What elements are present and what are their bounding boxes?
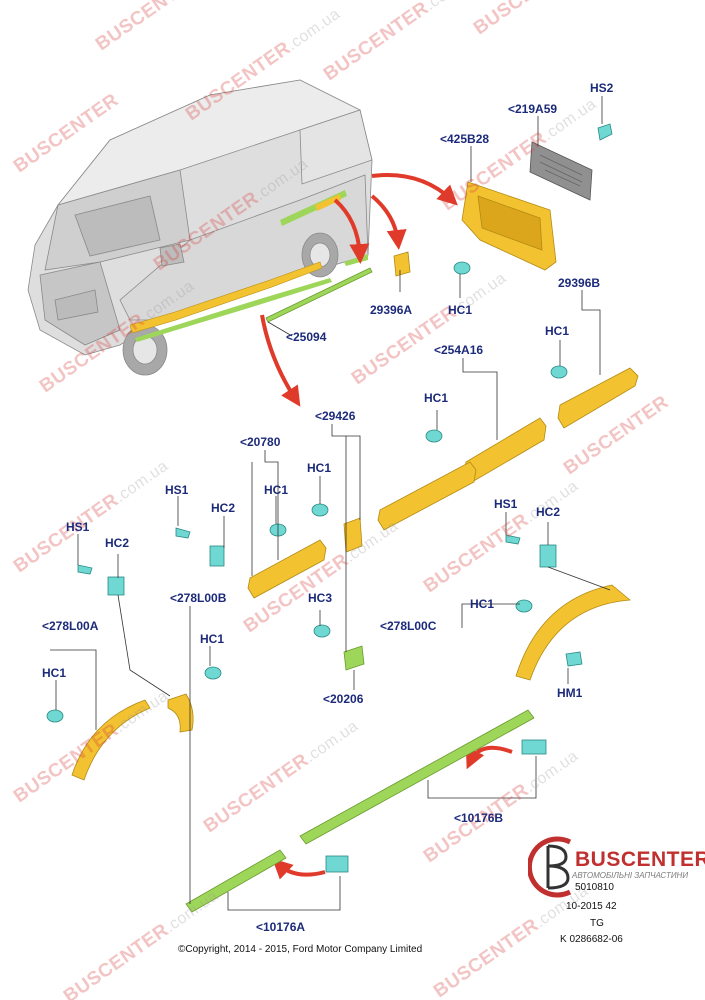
reference-line: TG — [590, 918, 604, 929]
label-hs2: HS2 — [590, 81, 614, 95]
logo-name: BUSCENTER — [575, 848, 705, 871]
reference-line: 10-2015 42 — [566, 901, 617, 912]
label-hc1: HC1 — [200, 632, 225, 646]
leader-lines — [50, 96, 611, 911]
buscenter-logo-icon — [528, 836, 572, 898]
copyright-text: ©Copyright, 2014 - 2015, Ford Motor Comp… — [178, 944, 423, 955]
logo-tagline: АВТОМОБІЛЬНІ ЗАПЧАСТИНИ — [572, 871, 689, 880]
reference-line: K 0286682-06 — [560, 934, 623, 945]
label-278l00b: <278L00B — [170, 591, 227, 605]
label-hc2: HC2 — [536, 505, 561, 519]
label-hs1: HS1 — [494, 497, 518, 511]
label-25094: <25094 — [286, 330, 327, 344]
label-278l00a: <278L00A — [42, 619, 99, 633]
van-highlighted-parts — [129, 190, 368, 342]
label-hc1: HC1 — [307, 461, 332, 475]
label-20780: <20780 — [240, 435, 281, 449]
label-10176b: <10176B — [454, 811, 504, 825]
label-hs1: HS1 — [165, 483, 189, 497]
label-20206: <20206 — [323, 692, 364, 706]
label-hc1: HC1 — [264, 483, 289, 497]
part-shapes — [71, 141, 639, 913]
label-hc1: HC1 — [42, 666, 67, 680]
label-29396b: 29396B — [558, 276, 601, 290]
label-29426: <29426 — [315, 409, 356, 423]
label-425b28: <425B28 — [440, 132, 490, 146]
label-hc1: HC1 — [545, 324, 570, 338]
label-hc1: HC1 — [470, 597, 495, 611]
label-hc2: HC2 — [211, 501, 236, 515]
label-hc1: HC1 — [448, 303, 473, 317]
red-arrows — [260, 173, 513, 880]
reference-line: 5010810 — [575, 882, 614, 893]
label-10176a: <10176A — [256, 920, 306, 934]
label-hc1: HC1 — [424, 391, 449, 405]
label-219a59: <219A59 — [508, 102, 558, 116]
label-278l00c: <278L00C — [380, 619, 437, 633]
clip-fasteners — [46, 123, 613, 873]
label-hc3: HC3 — [308, 591, 333, 605]
label-hs1: HS1 — [66, 520, 90, 534]
label-29396a: 29396A — [370, 303, 413, 317]
label-hc2: HC2 — [105, 536, 130, 550]
label-hm1: HM1 — [557, 686, 583, 700]
label-254a16: <254A16 — [434, 343, 484, 357]
